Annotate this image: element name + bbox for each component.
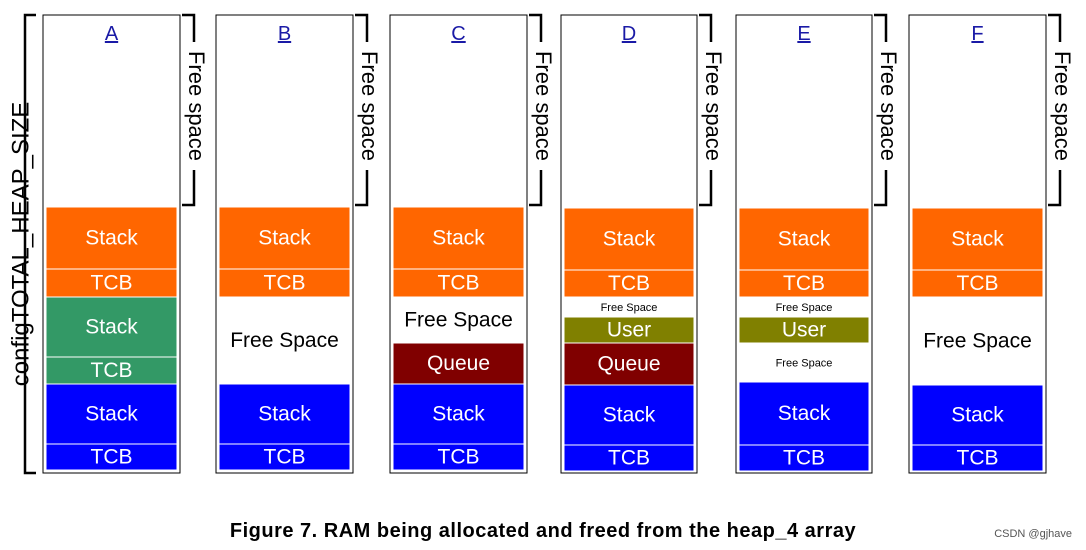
tcb-block xyxy=(218,268,351,298)
free-space-label: Free space xyxy=(531,51,556,161)
free-space-label-bg xyxy=(186,42,204,170)
tcb-label: TCB xyxy=(608,272,650,295)
free-space-label: Free space xyxy=(1050,51,1075,161)
tcb-block xyxy=(563,444,695,472)
stack-label: Stack xyxy=(85,316,138,339)
tcb-block xyxy=(911,269,1044,298)
tcb-label: TCB xyxy=(957,272,999,295)
stack-block xyxy=(563,207,695,271)
tcb-label: TCB xyxy=(957,447,999,470)
tcb-block xyxy=(911,444,1044,472)
stack-label: Stack xyxy=(432,403,485,426)
tcb-label: TCB xyxy=(91,272,133,295)
free-space-label: Free Space xyxy=(404,309,513,332)
tcb-block xyxy=(738,269,870,298)
free-space-label: Free space xyxy=(876,51,901,161)
tcb-label: TCB xyxy=(264,272,306,295)
tcb-label: TCB xyxy=(783,272,825,295)
queue-label: Queue xyxy=(597,353,660,376)
tcb-block xyxy=(563,269,695,298)
free-space-label: Free Space xyxy=(776,357,833,369)
free-space-label: Free space xyxy=(701,51,726,161)
user-block xyxy=(563,316,695,344)
column-letter: C xyxy=(451,23,465,45)
tcb-block xyxy=(218,443,351,471)
tcb-block xyxy=(738,444,870,472)
free-space-label-bg xyxy=(533,42,551,170)
column-letter: E xyxy=(797,23,810,45)
queue-label: Queue xyxy=(427,352,490,375)
free-space-label: Free Space xyxy=(923,330,1032,353)
stack-label: Stack xyxy=(258,227,311,250)
watermark: CSDN @gjhave xyxy=(994,528,1072,540)
user-block xyxy=(738,316,870,344)
free-space-label: Free Space xyxy=(230,329,339,352)
heap-size-label: configTOTAL_HEAP_SIZE xyxy=(7,102,34,387)
stack-block xyxy=(45,296,178,358)
tcb-label: TCB xyxy=(608,447,650,470)
free-space-label-bg xyxy=(878,42,896,170)
stack-block xyxy=(392,206,525,270)
free-space-label: Free space xyxy=(184,51,209,161)
free-space-label-bg xyxy=(1052,42,1070,170)
stack-block xyxy=(218,206,351,270)
stack-label: Stack xyxy=(778,228,831,251)
free-space-label: Free Space xyxy=(601,302,658,314)
stack-label: Stack xyxy=(85,403,138,426)
heap-diagram: configTOTAL_HEAP_SIZEAStackTCBStackTCBSt… xyxy=(7,13,1075,475)
tcb-block xyxy=(392,268,525,298)
stack-label: Stack xyxy=(432,227,485,250)
stack-block xyxy=(738,207,870,271)
stack-label: Stack xyxy=(778,402,831,425)
stack-label: Stack xyxy=(603,404,656,427)
tcb-label: TCB xyxy=(91,446,133,469)
tcb-label: TCB xyxy=(783,447,825,470)
column-letter: F xyxy=(971,23,983,45)
stack-label: Stack xyxy=(951,228,1004,251)
stack-label: Stack xyxy=(258,403,311,426)
tcb-label: TCB xyxy=(438,272,480,295)
tcb-block xyxy=(45,443,178,471)
stack-label: Stack xyxy=(603,228,656,251)
stack-block xyxy=(911,207,1044,271)
free-space-label: Free Space xyxy=(776,302,833,314)
column-letter: D xyxy=(622,23,636,45)
stack-label: Stack xyxy=(951,404,1004,427)
stack-block xyxy=(911,384,1044,446)
figure-caption: Figure 7. RAM being allocated and freed … xyxy=(229,520,857,542)
queue-block xyxy=(563,342,695,386)
free-space-label: Free space xyxy=(357,51,382,161)
column-letter: B xyxy=(278,23,291,45)
heap-size-bracket xyxy=(23,13,36,475)
user-label: User xyxy=(782,319,826,342)
user-label: User xyxy=(607,319,651,342)
tcb-block xyxy=(392,443,525,471)
stack-block xyxy=(45,206,178,270)
tcb-label: TCB xyxy=(438,446,480,469)
tcb-label: TCB xyxy=(91,359,133,382)
stack-label: Stack xyxy=(85,227,138,250)
column-letter: A xyxy=(105,23,119,45)
stack-block xyxy=(392,383,525,445)
free-space-label-bg xyxy=(359,42,377,170)
stack-block xyxy=(563,384,695,446)
queue-block xyxy=(392,342,525,385)
tcb-block xyxy=(45,356,178,385)
free-space-label-bg xyxy=(703,42,721,170)
tcb-label: TCB xyxy=(264,446,306,469)
stack-block xyxy=(45,383,178,445)
stack-block xyxy=(738,381,870,446)
stack-block xyxy=(218,383,351,445)
